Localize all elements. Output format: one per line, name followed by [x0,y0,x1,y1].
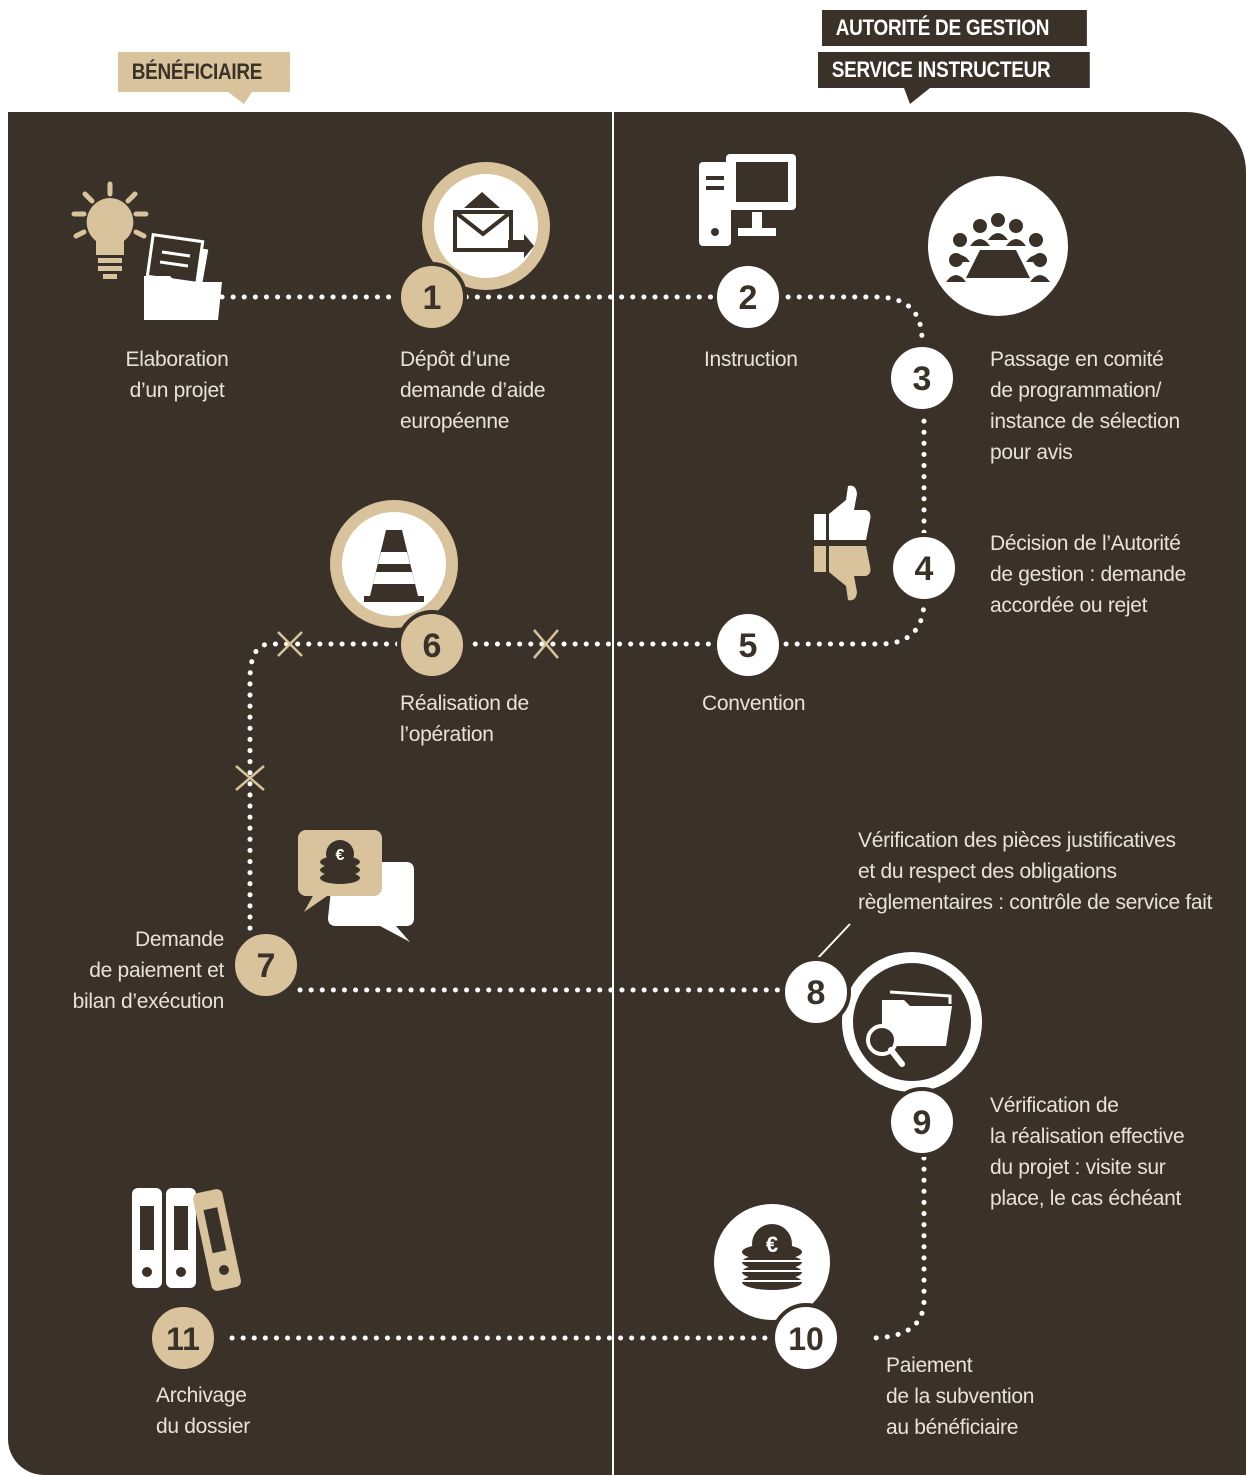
path-1-to-3 [219,294,925,343]
step-11-label: Archivage du dossier [156,1384,250,1438]
leader-line-8 [817,923,851,959]
step-1-number: 1 [423,279,442,317]
chat-euro-icon: € [298,830,414,942]
beneficiaire-tag: BÉNÉFICIAIRE [118,52,290,92]
euro-coins-icon: € [714,1204,830,1320]
step-6-circle: 6 [397,610,467,680]
svg-text:€: € [766,1232,778,1257]
step-10-number: 10 [788,1321,824,1357]
meeting-table-icon [928,176,1068,316]
step-8-label: Vérification des pièces justificatives e… [858,829,1213,914]
step-11-number: 11 [166,1321,200,1357]
step-7-number: 7 [257,947,276,985]
step-number-circles: 1 2 3 4 5 6 7 8 9 10 11 [148,262,959,1373]
cross-markers [235,629,559,791]
computer-icon [699,154,796,246]
step-5-circle: 5 [713,610,783,680]
cross-marker [235,765,265,791]
step-2-label: Instruction [704,348,798,371]
step-9-label: Vérification de la réalisation effective… [990,1094,1185,1210]
step-4-circle: 4 [889,533,959,603]
step-6-number: 6 [423,627,442,665]
service-instructeur-tag: SERVICE INSTRUCTEUR [818,52,1090,88]
step-9-circle: 9 [887,1087,957,1157]
step-2-circle: 2 [713,262,783,332]
step-9-number: 9 [913,1104,932,1142]
path-9-to-10 [867,1155,927,1341]
step-3-label: Passage en comité de programmation/ inst… [990,348,1180,464]
step-3-number: 3 [913,360,932,398]
svg-text:€: € [336,847,345,864]
traffic-cone-icon [330,500,458,628]
cross-marker [277,631,303,657]
folder-magnifier-icon [842,952,982,1092]
step-10-circle: 10 [771,1303,841,1373]
step-8-circle: 8 [781,957,851,1027]
step-5-label: Convention [702,692,806,715]
step-4-label: Décision de l’Autorité de gestion : dema… [990,532,1186,617]
column-divider [612,112,614,1475]
step-6-label: Réalisation de l’opération [400,692,529,746]
step-8-number: 8 [807,974,826,1012]
autorite-tag: AUTORITÉ DE GESTION [822,10,1087,46]
step-11-circle: 11 [148,1303,218,1373]
envelope-icon [422,162,550,290]
step-3-circle: 3 [887,343,957,413]
step-1-label: Dépôt d’une demande d’aide européenne [400,348,546,433]
step-2-number: 2 [739,279,758,317]
step-start-label: Elaboration d’un projet [125,348,229,402]
step-7-label: Demande de paiement et bilan d’exécution [72,928,225,1013]
step-5-number: 5 [739,627,758,665]
binders-icon [132,1188,241,1291]
step-1-circle: 1 [397,262,467,332]
step-10-label: Paiement de la subvention au bénéficiair… [886,1354,1035,1439]
thumbs-up-down-icon [814,485,871,601]
step-7-circle: 7 [231,930,301,1000]
cross-marker [533,629,559,659]
lightbulb-folder-icon [71,181,222,320]
step-4-number: 4 [915,550,934,588]
